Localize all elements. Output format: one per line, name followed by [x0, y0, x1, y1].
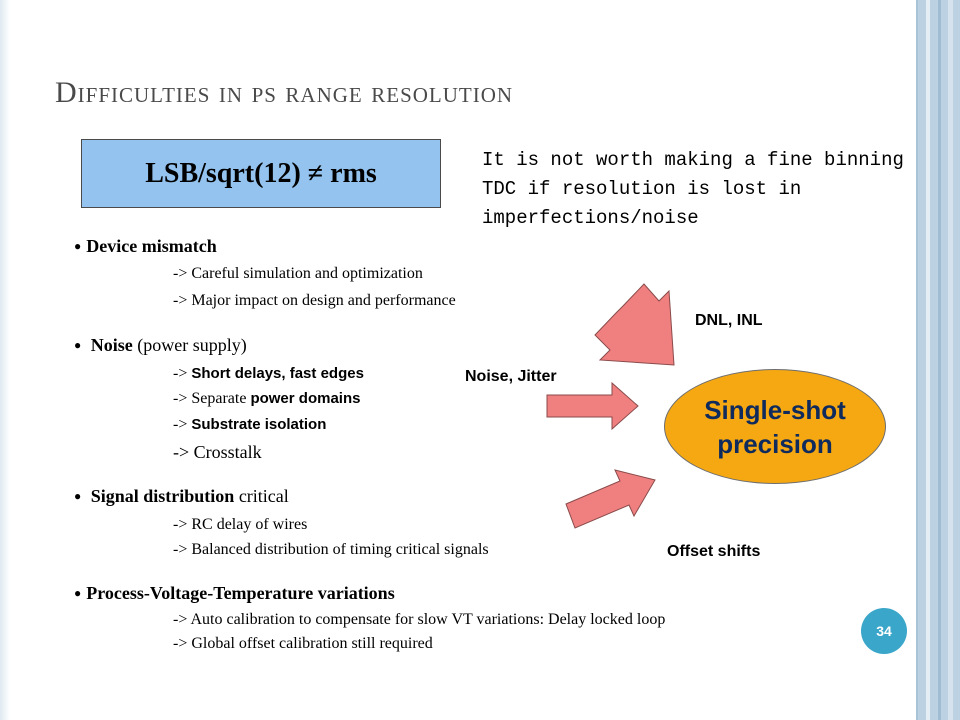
section-item: -> Short delays, fast edges [173, 365, 364, 382]
page-number: 34 [876, 623, 892, 639]
bullet-icon: ● [74, 489, 82, 503]
section-heading: Device mismatch [86, 236, 217, 256]
section-item: -> Major impact on design and performanc… [173, 292, 456, 309]
arrow-offset-icon [565, 469, 656, 529]
bullet-icon: ● [74, 586, 82, 600]
section-device-mismatch: ● Device mismatch [74, 236, 217, 257]
section-item: -> Auto calibration to compensate for sl… [173, 611, 666, 628]
note-line: It is not worth making a fine binning [482, 149, 904, 171]
section-item: -> RC delay of wires [173, 516, 308, 533]
section-item: -> Global offset calibration still requi… [173, 635, 433, 652]
ellipse-line: Single-shot [704, 394, 846, 425]
section-item: -> Separate power domains [173, 390, 361, 407]
lsb-rms-box: LSB/sqrt(12) ≠ rms [81, 139, 441, 208]
right-frame-line [916, 0, 918, 720]
lsb-rms-text: LSB/sqrt(12) ≠ rms [145, 157, 377, 189]
single-shot-precision-ellipse: Single-shot precision [664, 369, 886, 484]
left-frame-decoration [0, 0, 10, 720]
right-frame-decoration [918, 0, 960, 720]
section-item: -> Substrate isolation [173, 416, 327, 433]
section-heading-rest: (power supply) [132, 335, 247, 355]
section-heading: Noise [90, 335, 133, 355]
bullet-icon: ● [74, 239, 82, 253]
label-noise-jitter: Noise, Jitter [465, 368, 557, 385]
slide-title: Difficulties in ps range resolution [55, 76, 514, 109]
label-offset-shifts: Offset shifts [667, 543, 761, 560]
section-noise: ● Noise (power supply) [74, 335, 247, 356]
section-heading-rest: critical [234, 486, 289, 506]
section-heading: Signal distribution [90, 486, 235, 506]
binning-note: It is not worth making a fine binning TD… [482, 146, 912, 233]
note-line: TDC if resolution is lost in [482, 178, 802, 200]
bullet-icon: ● [74, 338, 82, 352]
ellipse-line: precision [717, 428, 833, 459]
page-number-badge: 34 [861, 608, 907, 654]
arrow-dnl-icon [594, 283, 675, 366]
section-item: -> Crosstalk [173, 442, 262, 462]
section-heading: Process-Voltage-Temperature variations [86, 583, 395, 603]
section-item: -> Balanced distribution of timing criti… [173, 541, 489, 558]
label-dnl-inl: DNL, INL [695, 312, 763, 329]
section-pvt-variations: ● Process-Voltage-Temperature variations [74, 583, 395, 604]
note-line: imperfections/noise [482, 207, 699, 229]
section-signal-distribution: ● Signal distribution critical [74, 486, 289, 507]
arrow-noise-icon [546, 381, 639, 431]
section-item: -> Careful simulation and optimization [173, 265, 423, 282]
